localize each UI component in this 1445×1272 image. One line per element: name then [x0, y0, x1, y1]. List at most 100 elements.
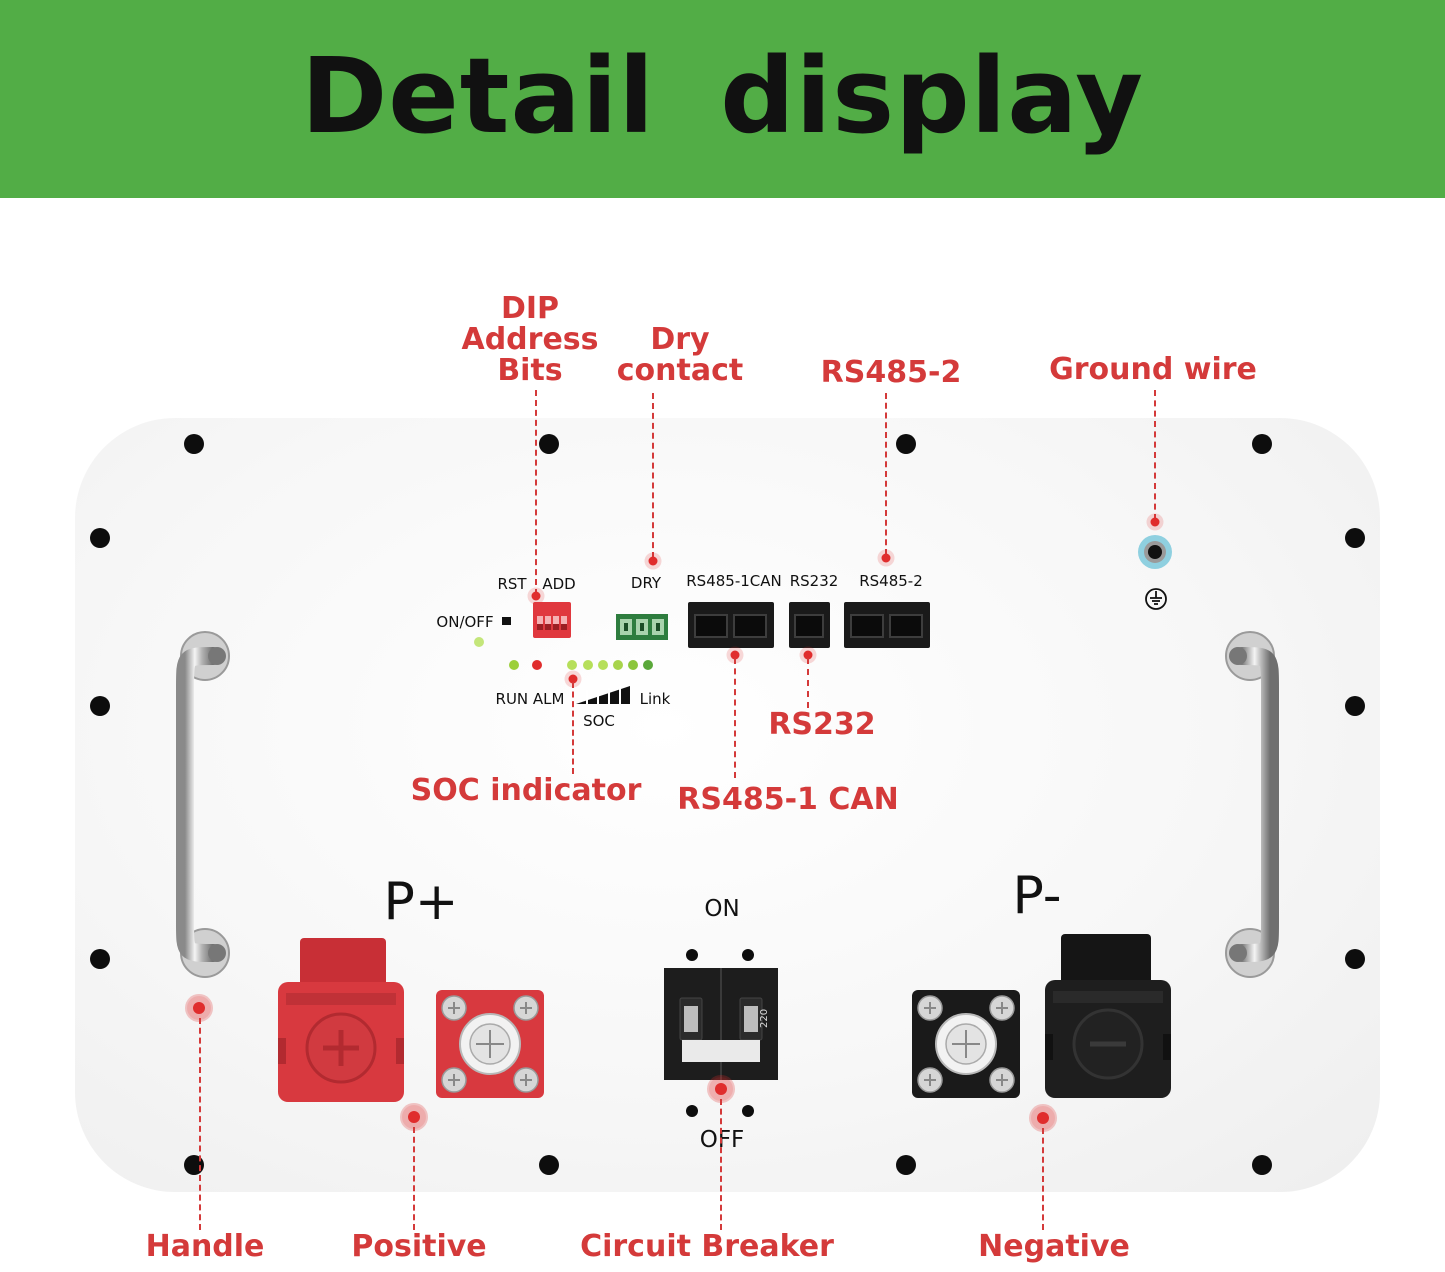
screw	[539, 1155, 559, 1175]
label-rst: RST	[497, 575, 527, 593]
marker-soc	[568, 674, 578, 684]
screw	[90, 949, 110, 969]
screw	[896, 1155, 916, 1175]
leader-ground	[1154, 390, 1156, 520]
leader-breaker	[720, 1099, 722, 1230]
callout-dry-line: Dry	[650, 322, 710, 357]
leader-dry	[652, 393, 654, 558]
marker-breaker	[715, 1083, 727, 1095]
leader-handle	[199, 1018, 201, 1230]
rs232-port[interactable]	[789, 602, 830, 648]
rs485-1-can-port[interactable]	[688, 602, 774, 648]
callout-ground-wire: Ground wire	[1049, 352, 1257, 387]
negative-terminal-label: P-	[1012, 866, 1062, 926]
label-rs485-2: RS485-2	[859, 572, 923, 590]
rj45-jack	[850, 614, 884, 638]
negative-terminal-socket[interactable]	[912, 990, 1020, 1098]
breaker-off-label: OFF	[699, 1127, 745, 1153]
label-link: Link	[639, 690, 671, 708]
soc-led	[613, 660, 623, 670]
onoff-led	[474, 637, 484, 647]
run-led	[509, 660, 519, 670]
callout-circuit-breaker: Circuit Breaker	[580, 1229, 834, 1264]
callout-positive: Positive	[351, 1229, 487, 1264]
marker-rs485-2	[881, 553, 891, 563]
soc-led	[567, 660, 577, 670]
breaker-screw	[686, 949, 698, 961]
link-led	[643, 660, 653, 670]
leader-negative	[1042, 1128, 1044, 1230]
rj45-jack	[694, 614, 728, 638]
label-dry: DRY	[630, 574, 662, 592]
screw	[1345, 949, 1365, 969]
breaker-screw	[742, 949, 754, 961]
positive-terminal-label: P+	[383, 872, 459, 932]
leader-rs485-1	[734, 658, 736, 778]
callout-dip-line: DIP	[500, 291, 560, 326]
dip-switch[interactable]	[533, 602, 571, 638]
breaker-rating-label: 220	[759, 1009, 770, 1028]
marker-rs485-1	[730, 650, 740, 660]
rj45-jack	[889, 614, 923, 638]
ground-symbol-icon	[1145, 588, 1167, 610]
screw	[539, 434, 559, 454]
screw	[1252, 1155, 1272, 1175]
negative-terminal-cover[interactable]	[1045, 934, 1173, 1100]
circuit-breaker[interactable]: 220	[664, 968, 778, 1080]
marker-rs232	[803, 650, 813, 660]
screw	[184, 434, 204, 454]
callout-dry-contact: Dry contact	[617, 324, 743, 386]
callout-negative: Negative	[978, 1229, 1130, 1264]
callout-dry-line: contact	[616, 353, 744, 388]
header-banner: Detail display	[0, 0, 1445, 198]
breaker-screw	[742, 1105, 754, 1117]
soc-led	[583, 660, 593, 670]
right-handle	[1225, 631, 1279, 978]
label-add: ADD	[542, 575, 576, 593]
callout-rs232: RS232	[768, 707, 876, 742]
positive-terminal-cover[interactable]	[278, 938, 406, 1104]
positive-terminal-socket[interactable]	[436, 990, 544, 1098]
label-rs232: RS232	[789, 572, 839, 590]
leader-rs232	[807, 658, 809, 708]
alm-led	[532, 660, 542, 670]
breaker-on-label: ON	[704, 896, 740, 922]
rj45-jack	[733, 614, 767, 638]
left-handle	[176, 631, 230, 978]
screw	[184, 1155, 204, 1175]
leader-rs485-2	[885, 393, 887, 555]
ground-stud	[1138, 535, 1172, 569]
breaker-screw	[686, 1105, 698, 1117]
callout-soc-indicator: SOC indicator	[410, 773, 642, 808]
callout-rs485-1-can: RS485-1 CAN	[677, 782, 899, 817]
screw	[1345, 528, 1365, 548]
soc-led	[628, 660, 638, 670]
screw	[896, 434, 916, 454]
screw	[1252, 434, 1272, 454]
label-run-alm: RUN ALM	[495, 690, 565, 708]
screw	[1345, 696, 1365, 716]
soc-level-icon	[576, 686, 630, 704]
callout-dip-line: Address	[461, 322, 599, 357]
marker-dry	[648, 556, 658, 566]
marker-handle	[193, 1002, 205, 1014]
screw	[90, 696, 110, 716]
marker-positive	[408, 1111, 420, 1123]
leader-soc	[572, 682, 574, 774]
dry-contact-terminal[interactable]	[616, 614, 668, 640]
label-rs485-1can: RS485-1CAN	[686, 572, 782, 590]
marker-ground	[1150, 517, 1160, 527]
page-title: Detail display	[300, 35, 1145, 157]
marker-negative	[1037, 1112, 1049, 1124]
callout-dip-line: Bits	[497, 353, 563, 388]
label-onoff: ON/OFF	[436, 613, 494, 631]
rs485-2-port[interactable]	[844, 602, 930, 648]
screw	[90, 528, 110, 548]
leader-positive	[413, 1127, 415, 1230]
leader-dip	[535, 390, 537, 595]
rj45-jack	[794, 614, 824, 638]
label-soc: SOC	[583, 712, 615, 730]
onoff-marker	[502, 617, 511, 625]
callout-rs485-2: RS485-2	[820, 355, 962, 390]
callout-dip-address-bits: DIP Address Bits	[461, 293, 598, 386]
